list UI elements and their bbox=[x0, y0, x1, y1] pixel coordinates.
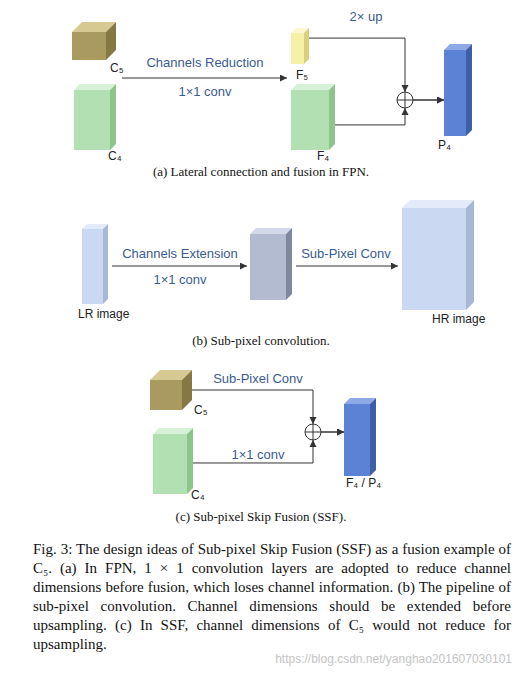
feature-map: F₄ bbox=[291, 84, 335, 150]
face-top bbox=[153, 428, 193, 434]
subfigure-caption: (a) Lateral connection and fusion in FPN… bbox=[153, 164, 369, 180]
face-side bbox=[187, 428, 193, 494]
stage-arrow bbox=[112, 266, 247, 267]
feature-map-shape bbox=[344, 398, 376, 476]
feature-map: C₅ bbox=[150, 370, 192, 410]
feature-map: HR image bbox=[402, 200, 474, 310]
face-front bbox=[444, 50, 466, 136]
stage-arrow bbox=[122, 78, 287, 79]
face-top bbox=[402, 200, 474, 208]
face-front bbox=[82, 229, 103, 304]
face-side bbox=[329, 84, 335, 150]
operation-label: 2× up bbox=[350, 9, 383, 24]
feature-map-shape bbox=[444, 44, 472, 136]
operation-label: Sub-Pixel Conv bbox=[213, 371, 303, 386]
feature-map-shape bbox=[153, 428, 193, 494]
operation-label: Sub-Pixel Conv bbox=[301, 246, 391, 261]
slab-front bbox=[250, 234, 286, 300]
face-top bbox=[74, 84, 116, 90]
fusion-connector bbox=[335, 100, 444, 125]
feature-map-shape bbox=[82, 224, 108, 304]
face-front bbox=[150, 380, 182, 410]
feature-map-label: C₅ bbox=[194, 403, 208, 417]
face-front bbox=[402, 208, 466, 310]
watermark: https://blog.csdn.net/yanghao20160703010… bbox=[275, 652, 512, 666]
figure-caption: Fig. 3: The design ideas of Sub-pixel Sk… bbox=[33, 540, 511, 654]
slab-top bbox=[250, 228, 292, 234]
face-side bbox=[466, 200, 474, 310]
feature-map-label: F₄ bbox=[317, 149, 329, 163]
face-side bbox=[466, 44, 472, 136]
feature-map-shape bbox=[291, 84, 335, 150]
face-front bbox=[344, 404, 370, 476]
feature-map-label: C₄ bbox=[191, 488, 205, 502]
feature-map-shape bbox=[72, 22, 116, 60]
feature-map-label: F₄ / P₄ bbox=[346, 476, 381, 490]
feature-map-label: C₄ bbox=[108, 149, 122, 163]
feature-map-shape bbox=[402, 200, 474, 310]
feature-map: C₄ bbox=[153, 428, 193, 494]
face-side bbox=[370, 398, 376, 476]
subfigure-caption: (c) Sub-pixel Skip Fusion (SSF). bbox=[176, 509, 347, 525]
face-front bbox=[153, 434, 187, 494]
feature-map-shape bbox=[291, 28, 309, 64]
face-top bbox=[291, 84, 335, 90]
feature-map-shape bbox=[74, 84, 116, 150]
face-side bbox=[110, 84, 116, 150]
fusion-connector bbox=[193, 432, 344, 463]
stage-arrow bbox=[296, 266, 398, 267]
feature-map: F₄ / P₄ bbox=[344, 398, 376, 476]
operation-label: Channels Extension bbox=[122, 246, 238, 261]
feature-map-shape bbox=[150, 370, 192, 410]
face-side bbox=[106, 22, 116, 60]
feature-map-label: C₅ bbox=[110, 61, 124, 75]
feature-map-label: LR image bbox=[78, 307, 129, 321]
feature-map-label: P₄ bbox=[438, 138, 451, 152]
fusion-connector bbox=[309, 38, 444, 100]
operation-label: 1×1 conv bbox=[153, 272, 206, 287]
face-side bbox=[304, 28, 309, 64]
face-side bbox=[182, 370, 192, 410]
feature-map-label: F₅ bbox=[296, 68, 308, 82]
fusion-connector bbox=[192, 390, 344, 432]
feature-map: P₄ bbox=[444, 44, 472, 136]
face-side bbox=[103, 224, 108, 304]
face-front bbox=[74, 90, 110, 150]
operation-label: 1×1 conv bbox=[178, 84, 231, 99]
subfigure-caption: (b) Sub-pixel convolution. bbox=[192, 333, 330, 349]
face-front bbox=[291, 33, 304, 64]
feature-map: C₅ bbox=[72, 22, 116, 60]
feature-map-label: HR image bbox=[432, 312, 485, 326]
face-front bbox=[291, 90, 329, 150]
feature-map: C₄ bbox=[74, 84, 116, 150]
operation-label: Channels Reduction bbox=[146, 55, 263, 70]
operation-label: 1×1 conv bbox=[231, 447, 284, 462]
feature-map: LR image bbox=[82, 224, 108, 304]
extended-feature-map bbox=[250, 228, 292, 300]
feature-map: F₅ bbox=[291, 28, 309, 64]
slab-side bbox=[286, 228, 292, 300]
face-front bbox=[72, 32, 106, 60]
